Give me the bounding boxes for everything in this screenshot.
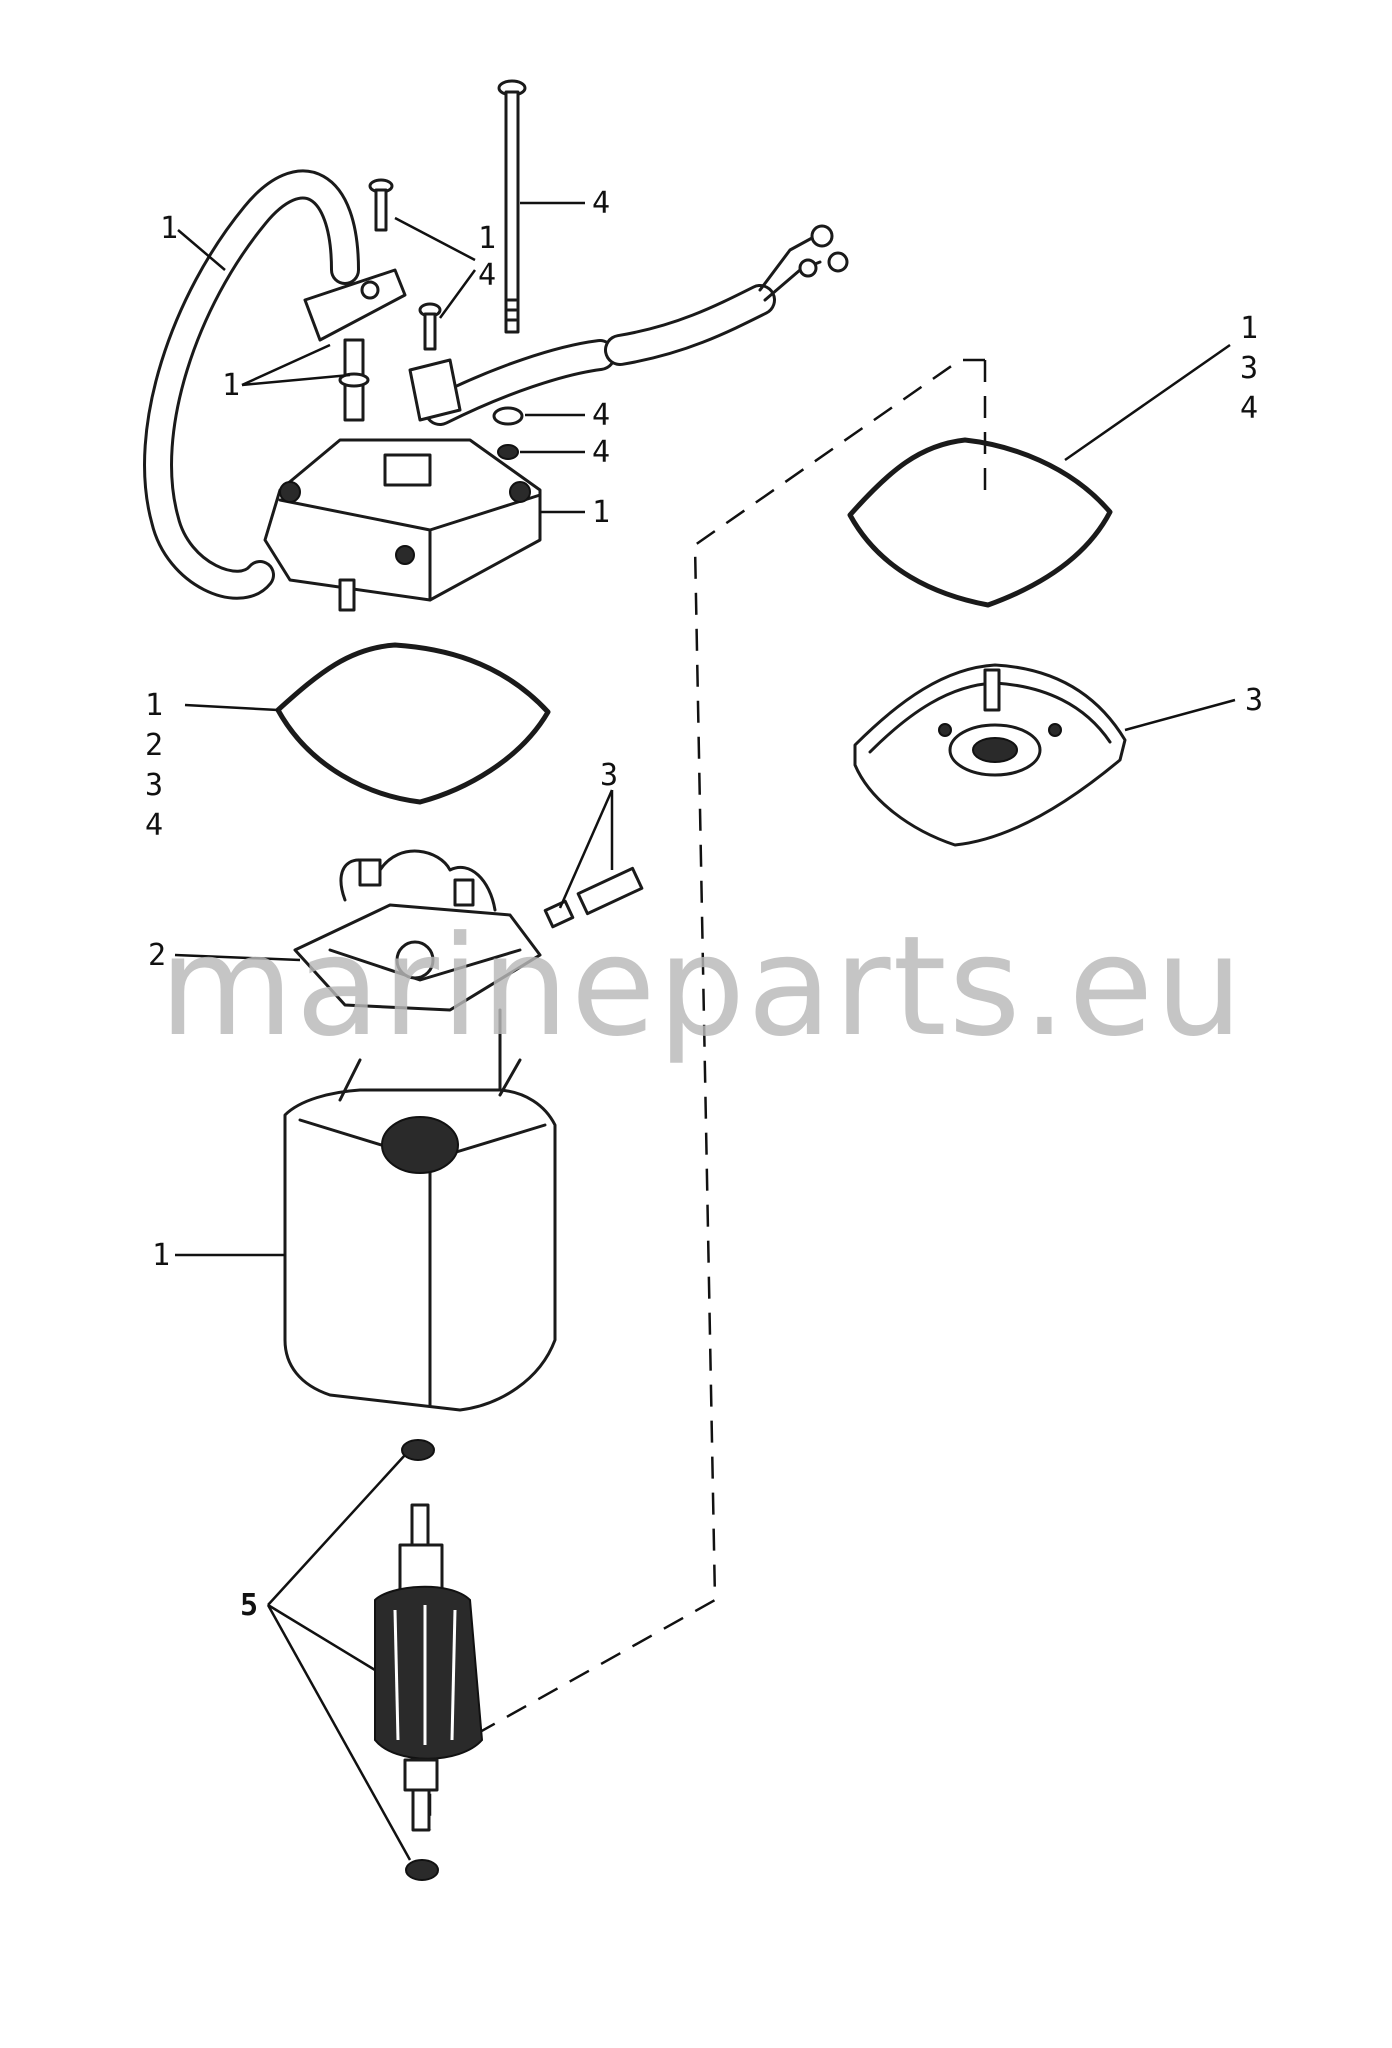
callout-right-end-cap: 3 bbox=[1245, 683, 1263, 718]
callout-labels: 1 4 1 4 1 4 4 1 1 3 4 3 1 2 3 4 3 2 1 5 bbox=[145, 186, 1263, 1623]
gasket-right-part bbox=[847, 437, 1113, 608]
thrust-washer-lower-part bbox=[405, 1859, 439, 1881]
callout-gasket-right-1: 1 bbox=[1240, 311, 1258, 346]
callout-brushes: 3 bbox=[600, 758, 618, 793]
screw-parts bbox=[368, 178, 442, 351]
brush-plate-part bbox=[293, 849, 542, 1102]
through-bolt-part bbox=[497, 79, 527, 334]
callout-through-bolt: 4 bbox=[592, 186, 610, 221]
right-end-cap-part bbox=[853, 663, 1127, 847]
callout-armature: 5 bbox=[240, 1588, 258, 1623]
callout-gasket-right-3: 3 bbox=[1240, 351, 1258, 386]
gasket-left-part bbox=[275, 642, 551, 805]
leader-lines bbox=[174, 201, 1236, 1861]
callout-gasket-left-2: 2 bbox=[145, 728, 163, 763]
thrust-washer-upper-part bbox=[401, 1439, 435, 1461]
nut-part bbox=[497, 444, 519, 460]
callout-gasket-left-1: 1 bbox=[145, 688, 163, 723]
callout-washer-b: 4 bbox=[592, 435, 610, 470]
washer-part bbox=[492, 406, 524, 426]
wire-harness-part bbox=[408, 224, 849, 426]
callout-screw-4: 4 bbox=[478, 258, 496, 293]
callout-brush-plate: 2 bbox=[148, 938, 166, 973]
armature-part bbox=[374, 1503, 484, 1832]
callout-gasket-left-3: 3 bbox=[145, 768, 163, 803]
watermark-text: marineparts.eu bbox=[159, 906, 1245, 1067]
hose-inner bbox=[146, 172, 357, 597]
brushes-part bbox=[543, 866, 644, 929]
callout-bracket: 1 bbox=[222, 368, 240, 403]
callout-washer-a: 4 bbox=[592, 398, 610, 433]
callout-screw-1: 1 bbox=[478, 221, 496, 256]
callout-gasket-left-4: 4 bbox=[145, 808, 163, 843]
upper-end-cap-part bbox=[263, 438, 542, 612]
callout-housing: 1 bbox=[152, 1238, 170, 1273]
callout-end-cap: 1 bbox=[592, 495, 610, 530]
flange-bracket-part bbox=[303, 268, 407, 422]
motor-housing-part bbox=[283, 1058, 557, 1412]
callout-gasket-right-4: 4 bbox=[1240, 391, 1258, 426]
callout-hose: 1 bbox=[160, 211, 178, 246]
